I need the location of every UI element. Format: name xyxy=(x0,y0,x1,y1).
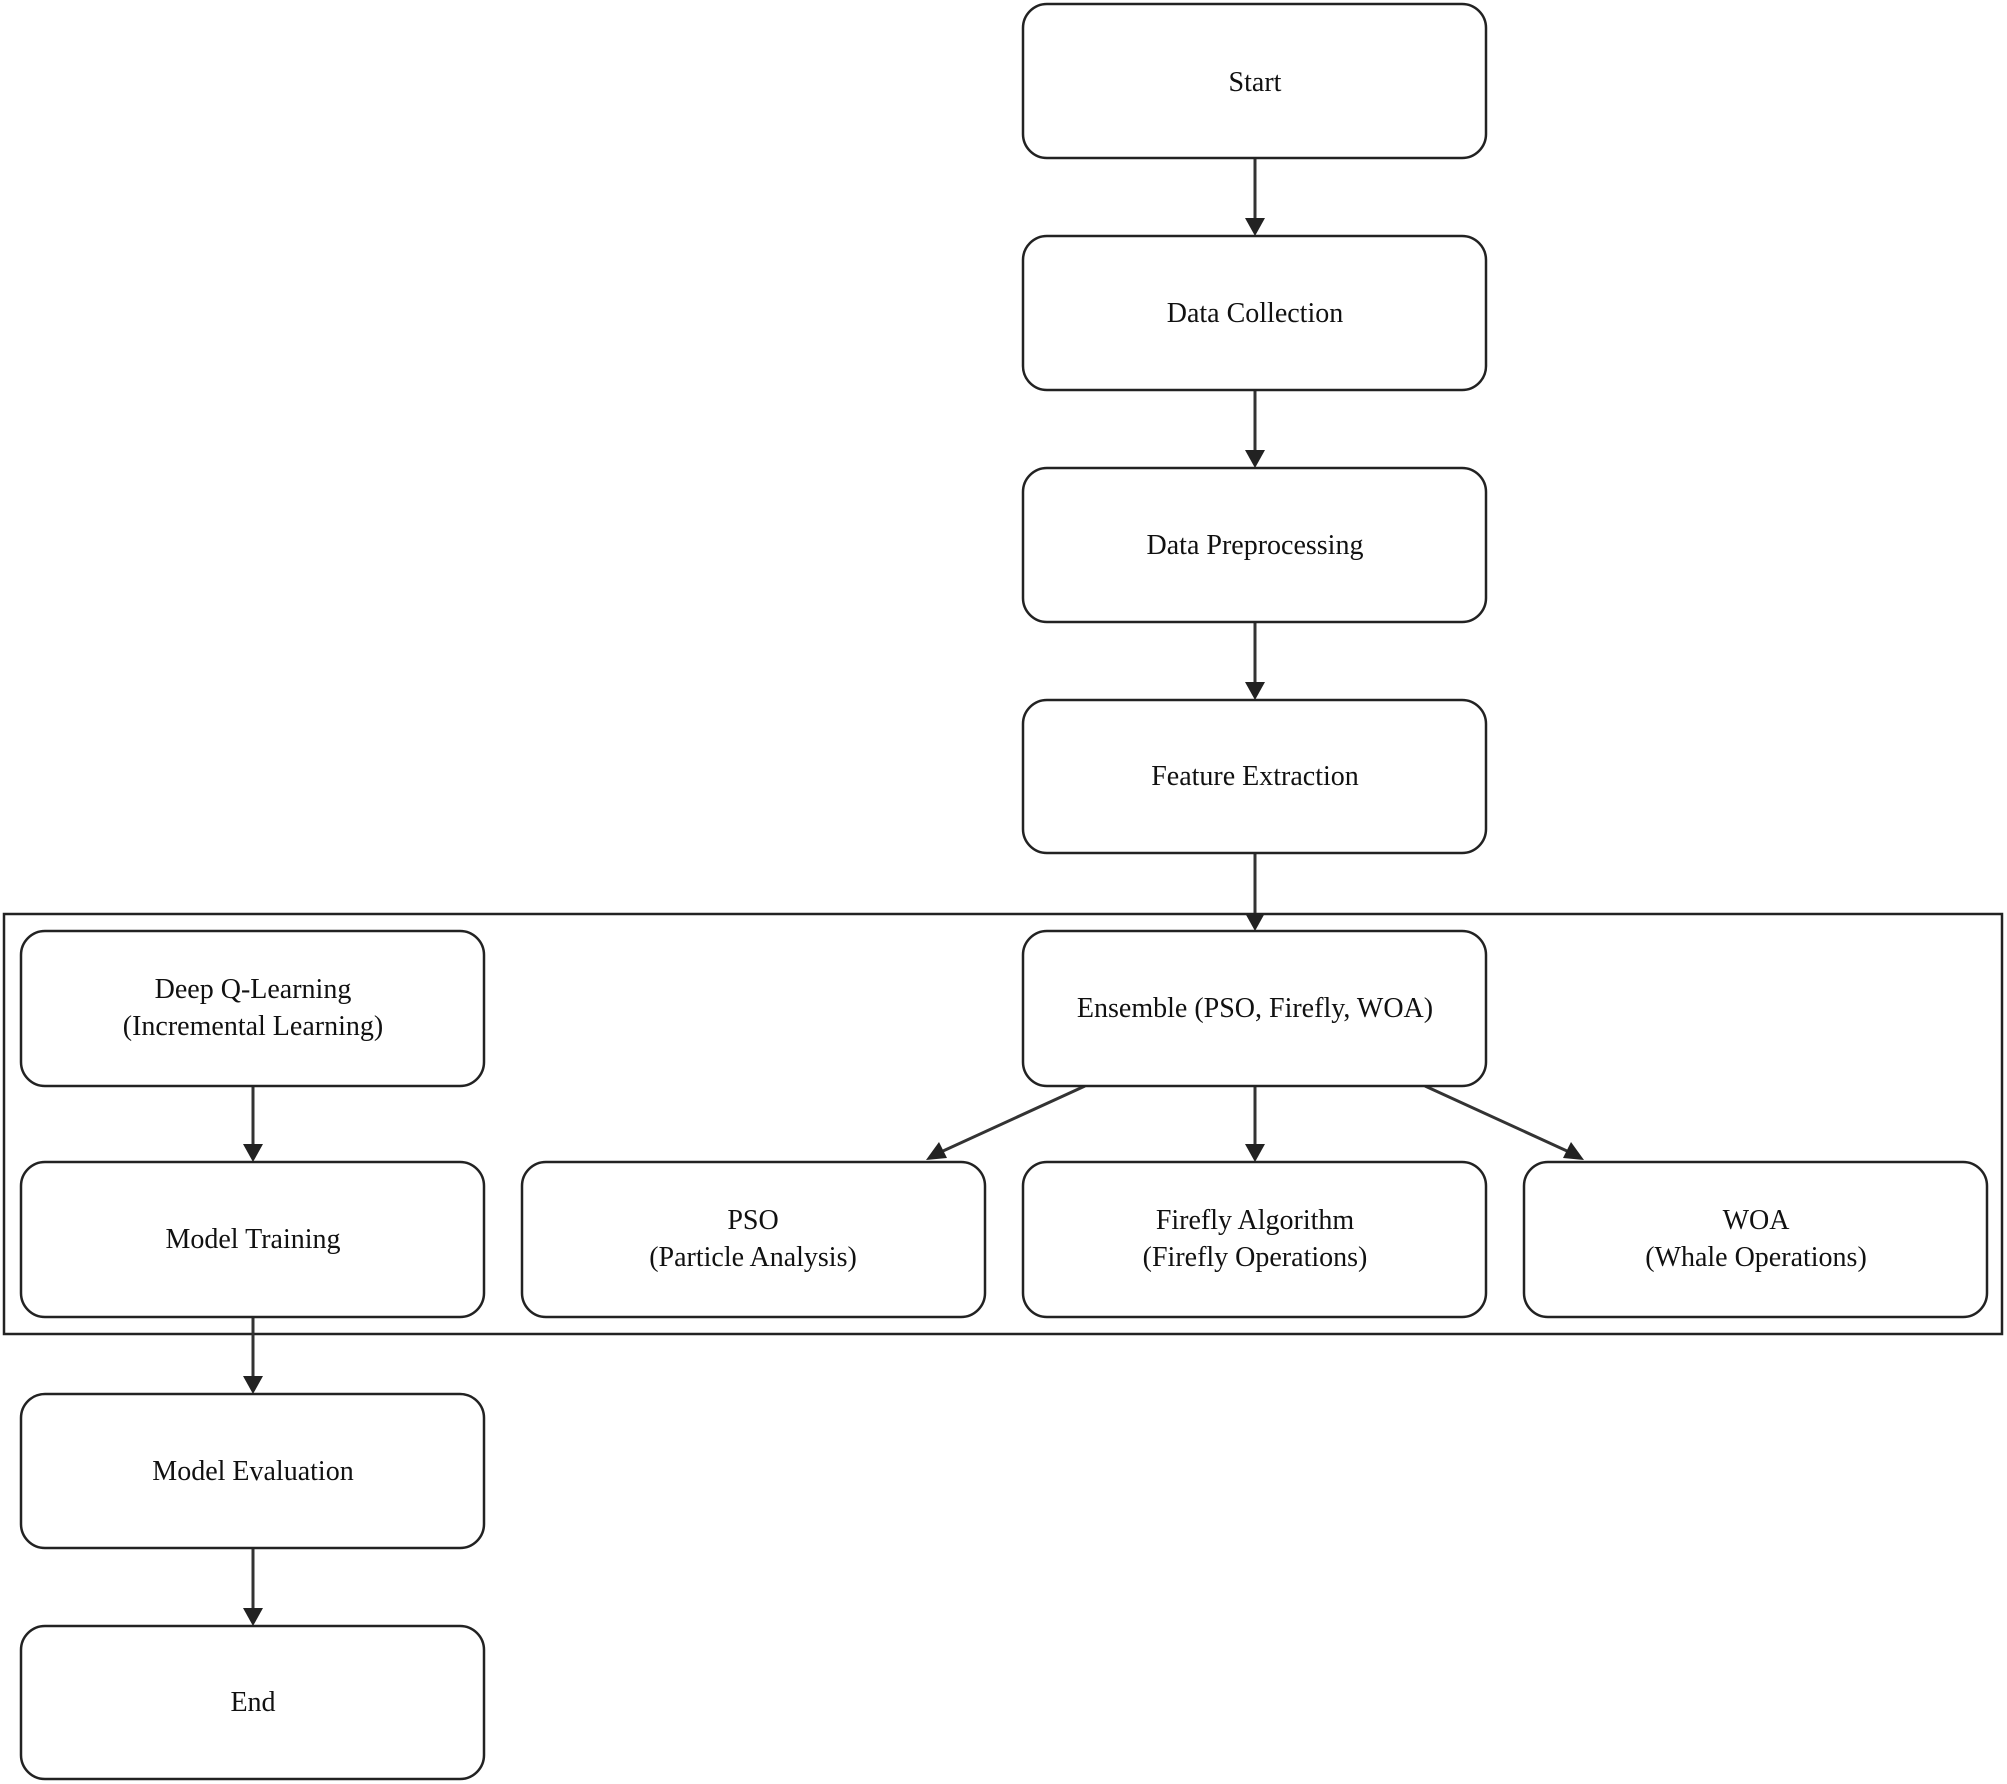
edge-data-collection-to-preprocessing xyxy=(1245,390,1265,468)
node-model-training-label: Model Training xyxy=(165,1224,340,1255)
node-deep-q-learning-title: Deep Q-Learning xyxy=(155,974,352,1005)
node-firefly: Firefly Algorithm (Firefly Operations) xyxy=(1021,1160,1488,1319)
edge-ensemble-to-pso xyxy=(926,1084,1086,1160)
edge-start-to-data-collection xyxy=(1245,158,1265,236)
node-model-evaluation-label: Model Evaluation xyxy=(152,1456,353,1487)
node-ensemble: Ensemble (PSO, Firefly, WOA) xyxy=(1021,929,1488,1088)
node-end-label: End xyxy=(230,1687,275,1718)
node-feature-extraction: Feature Extraction xyxy=(1021,698,1488,855)
node-end: End xyxy=(19,1624,486,1781)
edge-ensemble-to-firefly xyxy=(1245,1086,1265,1162)
node-pso-title: PSO xyxy=(727,1205,778,1236)
node-data-collection: Data Collection xyxy=(1021,234,1488,392)
node-model-evaluation: Model Evaluation xyxy=(19,1392,486,1550)
node-data-preprocessing: Data Preprocessing xyxy=(1021,466,1488,624)
node-firefly-title: Firefly Algorithm xyxy=(1156,1205,1355,1236)
node-feature-extraction-label: Feature Extraction xyxy=(1151,761,1359,792)
node-data-preprocessing-label: Data Preprocessing xyxy=(1147,530,1364,561)
node-start: Start xyxy=(1021,2,1488,160)
edge-model-training-to-evaluation xyxy=(243,1317,263,1394)
node-start-label: Start xyxy=(1229,67,1282,98)
node-firefly-subtitle: (Firefly Operations) xyxy=(1143,1242,1368,1273)
node-woa-title: WOA xyxy=(1723,1205,1791,1236)
node-ensemble-label: Ensemble (PSO, Firefly, WOA) xyxy=(1077,993,1433,1024)
node-woa-subtitle: (Whale Operations) xyxy=(1645,1242,1867,1273)
node-woa: WOA (Whale Operations) xyxy=(1522,1160,1989,1319)
edge-preprocessing-to-feature-extraction xyxy=(1245,622,1265,700)
edge-dql-to-model-training xyxy=(243,1086,263,1162)
node-deep-q-learning-subtitle: (Incremental Learning) xyxy=(123,1011,383,1042)
node-pso: PSO (Particle Analysis) xyxy=(520,1160,987,1319)
node-data-collection-label: Data Collection xyxy=(1167,298,1344,329)
node-model-training: Model Training xyxy=(19,1160,486,1319)
node-pso-subtitle: (Particle Analysis) xyxy=(649,1242,857,1273)
edge-evaluation-to-end xyxy=(243,1548,263,1626)
ensemble-group-frame xyxy=(2,912,2004,1336)
node-deep-q-learning: Deep Q-Learning (Incremental Learning) xyxy=(19,929,486,1088)
edge-feature-extraction-to-ensemble xyxy=(1245,853,1265,931)
edge-ensemble-to-woa xyxy=(1424,1084,1584,1160)
